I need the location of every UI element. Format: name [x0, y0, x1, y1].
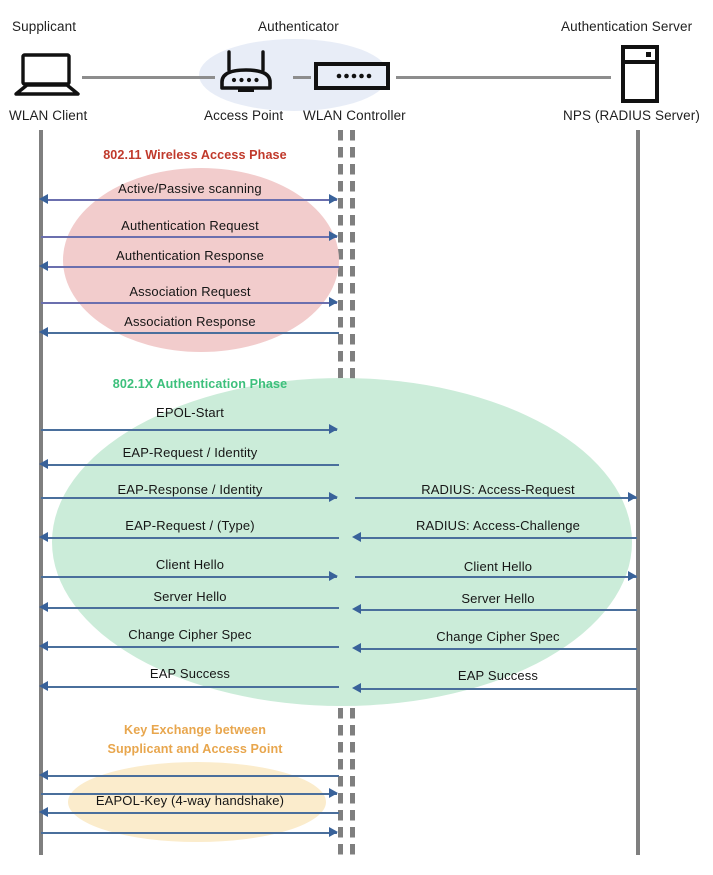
arrowhead-right-client-hello-left	[329, 571, 338, 581]
wire-ap-to-controller	[293, 76, 311, 79]
arrowhead-left-authentication-response	[39, 261, 48, 271]
message-line-eapol-key-2	[41, 793, 337, 795]
message-line-eapol-key-3	[43, 812, 339, 814]
message-line-eap-response-identity	[41, 497, 337, 499]
message-label-active-passive-scanning: Active/Passive scanning	[118, 181, 262, 196]
message-label-server-hello-right: Server Hello	[461, 591, 535, 606]
message-label-association-response: Association Response	[124, 314, 256, 329]
message-line-active-passive-scanning	[43, 199, 337, 201]
message-label-authentication-response: Authentication Response	[116, 248, 264, 263]
arrowhead-left-change-cipher-spec-right	[352, 643, 361, 653]
message-line-association-response	[43, 332, 339, 334]
arrowhead-left-eapol-key-3	[39, 807, 48, 817]
phase-label-80211: 802.11 Wireless Access Phase	[103, 148, 287, 162]
message-line-eap-success-left	[43, 686, 339, 688]
actor-name-wlan-client: WLAN Client	[9, 108, 88, 123]
message-line-authentication-response	[43, 266, 339, 268]
message-label-epol-start: EPOL-Start	[156, 405, 224, 420]
actor-name-nps-radius-server: NPS (RADIUS Server)	[563, 108, 700, 123]
server-icon	[620, 45, 660, 108]
message-line-eap-request-type	[43, 537, 339, 539]
message-label-eap-success-left: EAP Success	[149, 666, 231, 681]
lifeline-nps-radius-server	[636, 130, 640, 855]
message-label-association-request: Association Request	[129, 284, 251, 299]
message-line-server-hello-right	[357, 609, 637, 611]
phase-label-key-exchange: Key Exchange between Supplicant and Acce…	[107, 723, 283, 756]
message-line-eapol-key-4	[41, 832, 337, 834]
message-line-eap-success-right	[357, 688, 637, 690]
actor-role-supplicant: Supplicant	[12, 19, 77, 34]
actor-name-wlan-controller: WLAN Controller	[303, 108, 406, 123]
arrowhead-right-association-request	[329, 297, 338, 307]
phase-blob-80211	[63, 168, 339, 352]
message-line-radius-access-request	[355, 497, 637, 499]
wlan-controller-icon	[314, 62, 390, 95]
actor-name-access-point: Access Point	[204, 108, 284, 123]
message-line-change-cipher-spec-left	[43, 646, 339, 648]
arrowhead-left-eap-success-right	[352, 683, 361, 693]
message-line-eap-request-identity	[43, 464, 339, 466]
access-point-icon	[216, 48, 276, 101]
message-label-authentication-request: Authentication Request	[121, 218, 259, 233]
actor-role-authenticator: Authenticator	[258, 19, 339, 34]
wire-controller-to-server	[396, 76, 611, 79]
message-line-epol-start	[41, 429, 337, 431]
arrowhead-right-epol-start	[329, 424, 338, 434]
message-line-server-hello-left	[43, 607, 339, 609]
laptop-icon	[14, 53, 80, 102]
message-label-radius-access-request: RADIUS: Access-Request	[421, 482, 575, 497]
message-label-client-hello-right: Client Hello	[463, 559, 533, 574]
arrowhead-right-eapol-key-4	[329, 827, 338, 837]
message-label-eap-request-identity: EAP-Request / Identity	[122, 445, 258, 460]
message-label-eap-response-identity: EAP-Response / Identity	[117, 482, 263, 497]
arrowhead-right-eap-response-identity	[329, 492, 338, 502]
arrowhead-left-radius-access-challenge	[352, 532, 361, 542]
message-label-change-cipher-spec-left: Change Cipher Spec	[128, 627, 252, 642]
arrowhead-left-active-passive-scanning	[39, 194, 48, 204]
actor-role-authentication-server: Authentication Server	[561, 19, 693, 34]
arrowhead-left-eap-request-type	[39, 532, 48, 542]
arrowhead-right-active-passive-scanning	[329, 194, 338, 204]
arrowhead-right-radius-access-request	[628, 492, 637, 502]
arrowhead-left-association-response	[39, 327, 48, 337]
arrowhead-left-eapol-key-1	[39, 770, 48, 780]
message-label-eapol-key: EAPOL-Key (4-way handshake)	[95, 793, 285, 808]
wire-client-to-ap	[82, 76, 215, 79]
message-label-radius-access-challenge: RADIUS: Access-Challenge	[416, 518, 580, 533]
phase-blob-8021x	[52, 378, 632, 706]
message-line-change-cipher-spec-right	[357, 648, 637, 650]
message-line-authentication-request	[41, 236, 337, 238]
arrowhead-right-eapol-key-2	[329, 788, 338, 798]
arrowhead-left-server-hello-left	[39, 602, 48, 612]
lifeline-wlan-client	[39, 130, 43, 855]
message-line-association-request	[41, 302, 337, 304]
message-line-client-hello-right	[355, 576, 637, 578]
message-line-client-hello-left	[41, 576, 337, 578]
message-label-server-hello-left: Server Hello	[153, 589, 227, 604]
message-label-change-cipher-spec-right: Change Cipher Spec	[436, 629, 560, 644]
arrowhead-right-client-hello-right	[628, 571, 637, 581]
message-label-eap-success-right: EAP Success	[457, 668, 539, 683]
arrowhead-left-change-cipher-spec-left	[39, 641, 48, 651]
arrowhead-right-authentication-request	[329, 231, 338, 241]
message-line-radius-access-challenge	[357, 537, 637, 539]
message-label-eap-request-type: EAP-Request / (Type)	[125, 518, 255, 533]
message-line-eapol-key-1	[43, 775, 339, 777]
arrowhead-left-eap-success-left	[39, 681, 48, 691]
phase-label-8021x: 802.1X Authentication Phase	[112, 377, 288, 391]
arrowhead-left-eap-request-identity	[39, 459, 48, 469]
message-label-client-hello-left: Client Hello	[155, 557, 225, 572]
arrowhead-left-server-hello-right	[352, 604, 361, 614]
authenticator-group-blob	[199, 39, 389, 111]
